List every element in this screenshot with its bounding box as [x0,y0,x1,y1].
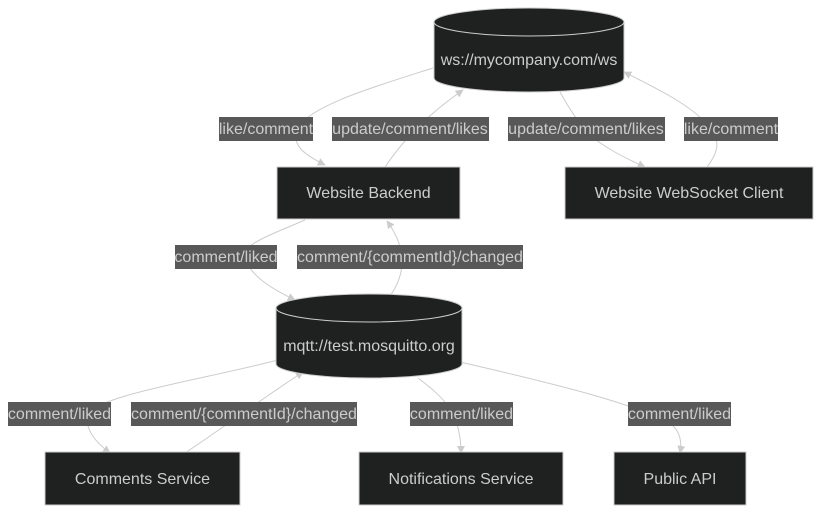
node-ws-broker: ws://mycompany.com/ws [433,7,625,93]
node-label: Website Backend [306,185,430,202]
node-comments-service: Comments Service [44,451,241,506]
edge-label-text: comment/{commentId}/changed [131,406,357,423]
node-label: Notifications Service [389,471,534,488]
edge-label-text: comment/{commentId}/changed [297,249,523,266]
node-website-backend: Website Backend [276,166,461,220]
node-public-api: Public API [613,451,747,506]
edge-label-text: comment/liked [8,406,111,423]
edge-label-text: comment/liked [410,406,513,423]
edge-label-text: update/comment/likes [508,121,664,138]
edge-label-publicapi-comment-liked: comment/liked [628,402,731,426]
node-label: ws://mycompany.com/ws [440,52,618,69]
node-label: Comments Service [75,471,210,488]
node-label: Public API [644,471,717,488]
edge-label-text: comment/liked [174,249,277,266]
database-top [275,293,463,323]
edge-labels: like/comment update/comment/likes update… [8,117,779,426]
edge-label-client-update-likes: update/comment/likes [508,117,665,141]
edge-label-text: like/comment [219,121,314,138]
node-label: mqtt://test.mosquitto.org [283,338,455,355]
node-mqtt-broker: mqtt://test.mosquitto.org [275,293,463,379]
edge-label-backend-comment-changed: comment/{commentId}/changed [297,245,523,269]
database-cylinder-icon [275,308,463,379]
edge-label-comments-comment-liked: comment/liked [8,402,111,426]
edge-label-backend-update-likes: update/comment/likes [332,117,489,141]
database-cylinder-icon [433,22,625,93]
edge-label-backend-comment-liked: comment/liked [174,245,278,269]
edge-label-client-like-comment: like/comment [684,117,779,141]
database-top [433,7,625,37]
node-notifications-service: Notifications Service [358,451,564,506]
edge-label-text: comment/liked [628,406,731,423]
edge-label-comments-comment-changed: comment/{commentId}/changed [131,402,357,426]
node-label: Website WebSocket Client [595,185,784,202]
edge-label-notifications-comment-liked: comment/liked [410,402,513,426]
edge-label-backend-like-comment: like/comment [219,117,314,141]
node-websocket-client: Website WebSocket Client [564,166,814,220]
edge-label-text: update/comment/likes [332,121,488,138]
edge-ws-to-backend-like-comment [295,67,434,166]
edge-label-text: like/comment [684,121,779,138]
